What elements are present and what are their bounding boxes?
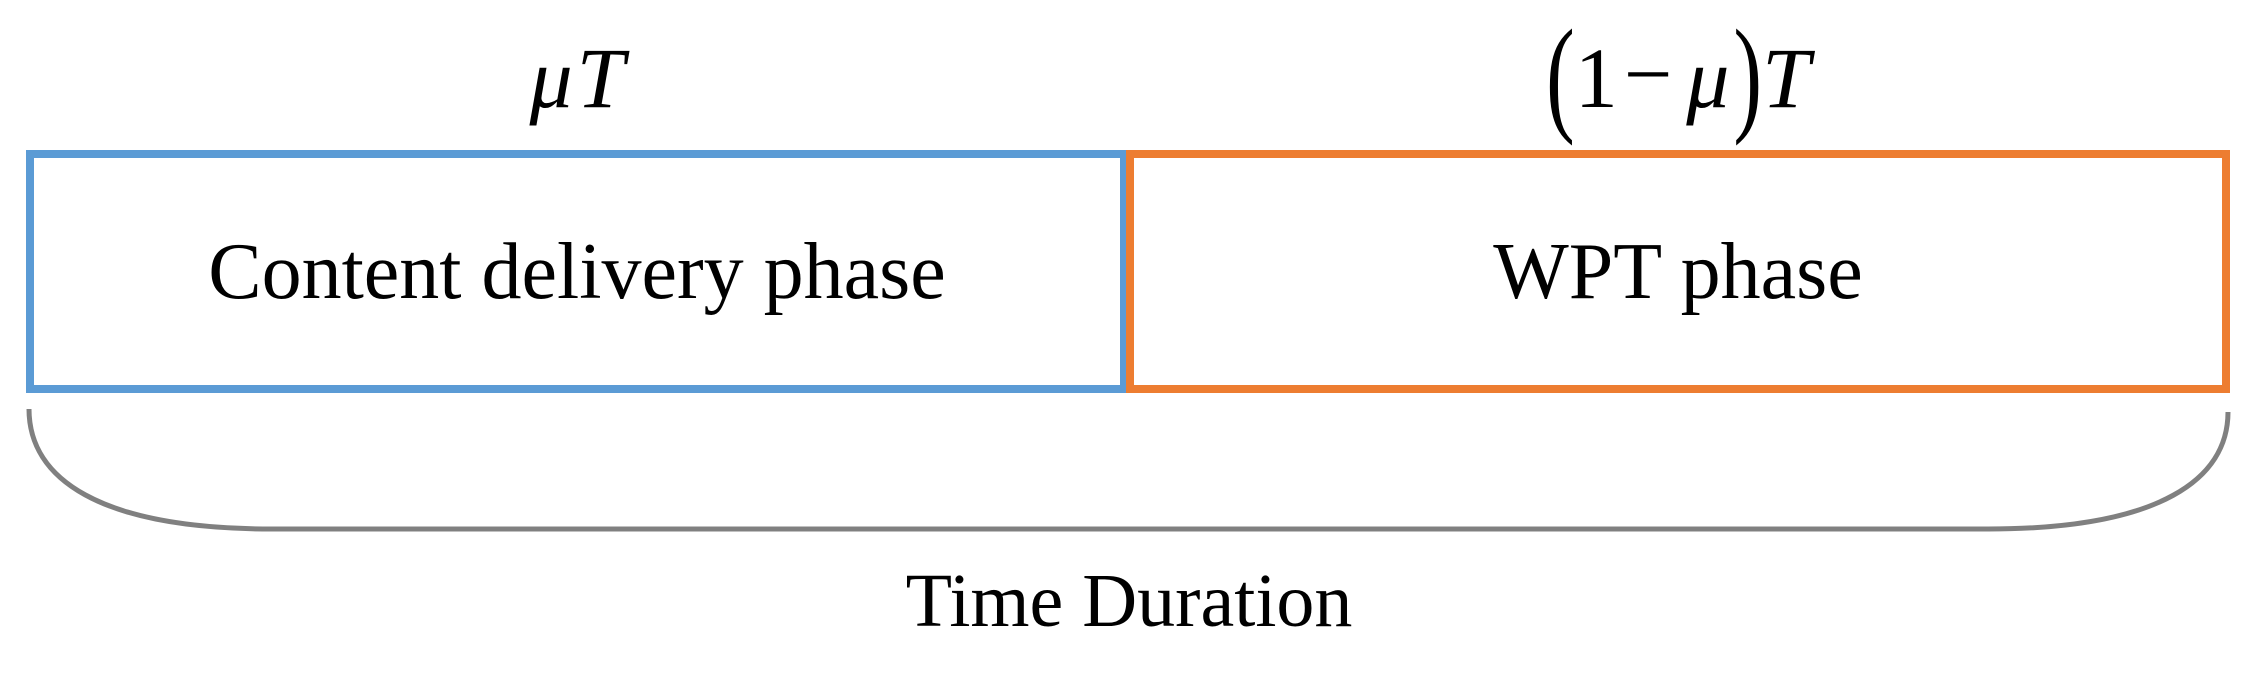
minus-sign: −: [1623, 26, 1673, 122]
content-delivery-phase-label: Content delivery phase: [208, 227, 946, 316]
wpt-phase-box: WPT phase: [1126, 150, 2230, 393]
mu-symbol: μ: [529, 30, 573, 126]
t-symbol: T: [576, 30, 625, 126]
t-symbol: T: [1762, 30, 1810, 126]
time-duration-caption: Time Duration: [905, 559, 1353, 643]
right-duration-label: (1−μ)T: [1126, 10, 2230, 139]
close-paren: ): [1733, 2, 1763, 147]
content-delivery-phase-box: Content delivery phase: [26, 150, 1128, 393]
wpt-phase-label: WPT phase: [1493, 227, 1863, 316]
open-paren: (: [1546, 2, 1575, 147]
one-digit: 1: [1574, 30, 1618, 126]
mu-symbol: μ: [1686, 30, 1730, 126]
